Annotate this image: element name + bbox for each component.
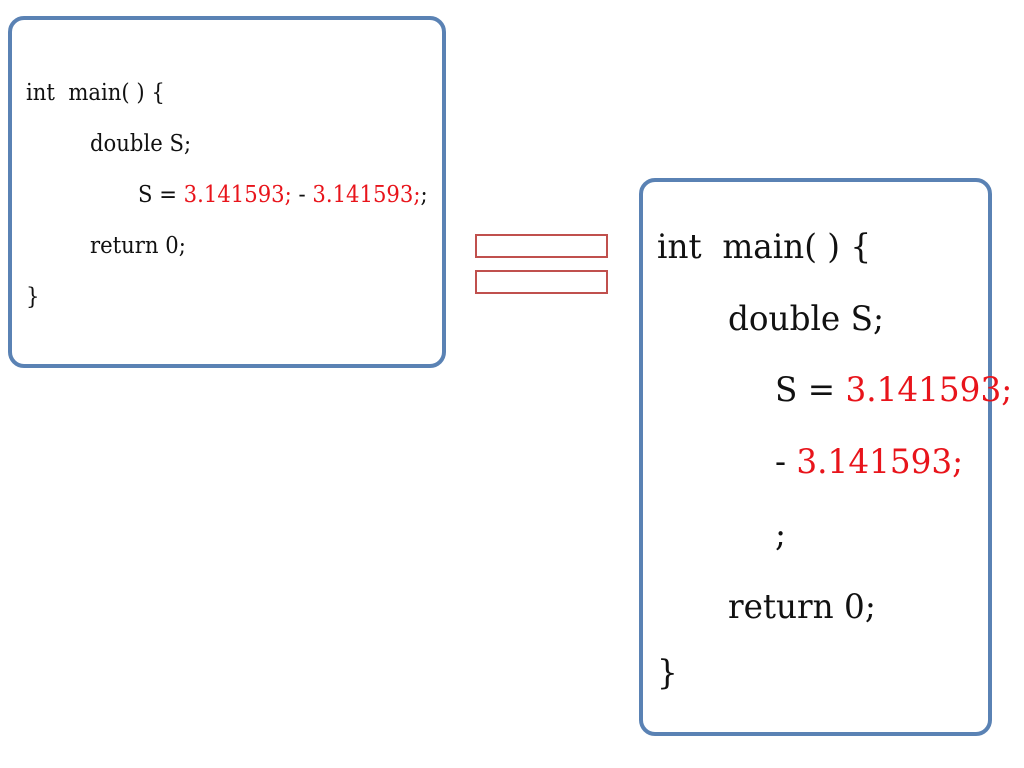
expanded-code-box [639,178,992,736]
equals-sign-top-bar [475,234,608,258]
macro-value-second: 3.141593; [312,182,421,208]
minus-operator: - [291,182,313,208]
equals-sign-bottom-bar [475,270,608,294]
expanded-code-line-close-brace: } [657,653,678,693]
original-code-line-close-brace: } [26,284,40,310]
original-code-line-assignment: S = 3.141593; - 3.141593;; [138,184,428,207]
original-code-box [8,16,446,368]
expanded-code-line-declaration: double S; [728,299,884,339]
expanded-code-line-return: return 0; [728,587,876,627]
expanded-code-line-empty-statement: ; [775,515,787,555]
expanded-assignment-prefix: S = [775,370,846,410]
trailing-semicolon: ; [420,182,428,208]
expanded-code-line-assignment: S = 3.141593; [775,373,1012,407]
expanded-minus-operator: - [775,442,797,482]
assignment-prefix: S = [138,182,184,208]
expanded-macro-value-first: 3.141593; [845,370,1013,410]
expanded-code-line-minus: - 3.141593; [775,445,963,479]
macro-value-first: 3.141593; [183,182,292,208]
original-code-line-main: int main( ) { [26,80,165,106]
original-code-line-declaration: double S; [90,131,192,157]
expanded-code-line-main: int main( ) { [657,227,872,267]
expanded-macro-value-second: 3.141593; [796,442,964,482]
original-code-line-return: return 0; [90,233,186,259]
